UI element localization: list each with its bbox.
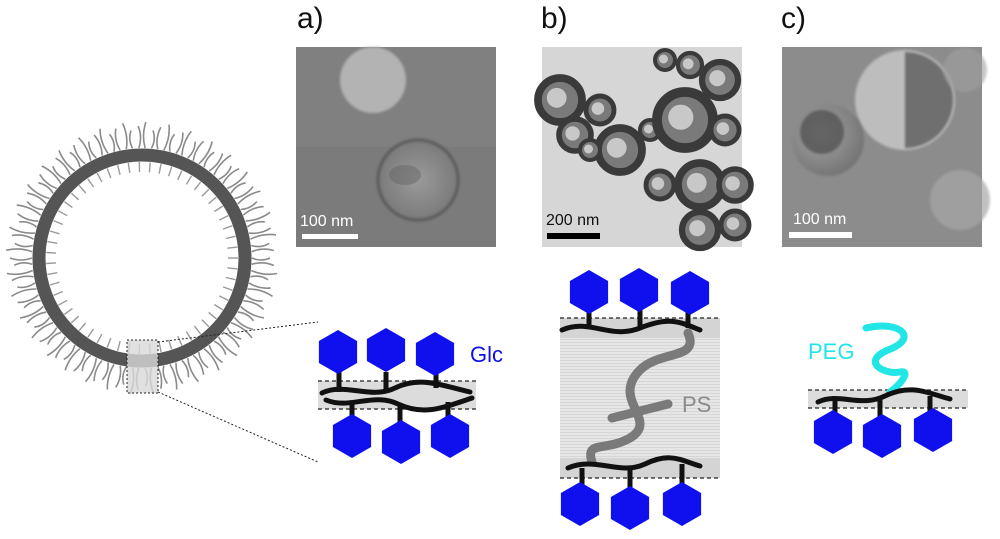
glucose-hexagon (332, 414, 372, 458)
glucose-hexagon (913, 408, 953, 452)
glucose-hexagon (318, 330, 358, 374)
vesicle-schematic (6, 121, 319, 463)
schematic-b: PS (559, 268, 720, 530)
panel-label-a: a) (297, 2, 324, 35)
glucose-hexagon (560, 482, 600, 526)
glucose-hexagon (430, 414, 470, 458)
micrograph-b-particles (534, 48, 754, 252)
panel-label-c: c) (781, 2, 806, 35)
glucose-hexagon (619, 268, 659, 312)
glucose-hexagon (569, 270, 609, 314)
zoom-box (126, 339, 159, 394)
scale-label-b: 200 nm (546, 212, 599, 229)
vesicle-corona (6, 121, 278, 394)
glucose-units-a (318, 328, 470, 464)
schematic-a: Glc (318, 328, 503, 464)
micrograph-c: 100 nm (782, 47, 990, 247)
micrograph-a: 100 nm (296, 47, 496, 247)
peg-label: PEG (808, 339, 854, 364)
scale-label-c: 100 nm (793, 211, 846, 228)
panel-label-b: b) (541, 2, 568, 35)
glucose-units-b (560, 268, 710, 530)
glucose-hexagon (662, 482, 702, 526)
peg-chain (862, 322, 909, 396)
zoom-line-bottom (157, 391, 319, 463)
glucose-hexagon (813, 410, 853, 454)
glucose-units-c (813, 408, 953, 458)
vesicle-membrane-ring (32, 148, 252, 368)
zoom-line-top (157, 321, 319, 343)
glucose-hexagon (381, 420, 421, 464)
glucose-hexagon (415, 332, 455, 376)
scale-bar-b (547, 233, 600, 239)
scale-bar-c (789, 232, 852, 238)
glucose-hexagon (670, 271, 710, 315)
scale-bar-a (302, 234, 358, 239)
glucose-hexagon (366, 328, 406, 372)
ps-label: PS (682, 392, 711, 417)
scale-label-a: 100 nm (300, 213, 353, 230)
micrograph-b: 200 nm (534, 47, 754, 252)
glc-label: Glc (470, 342, 503, 367)
glucose-hexagon (862, 414, 902, 458)
schematic-c: PEG (808, 322, 968, 458)
glucose-hexagon (610, 486, 650, 530)
